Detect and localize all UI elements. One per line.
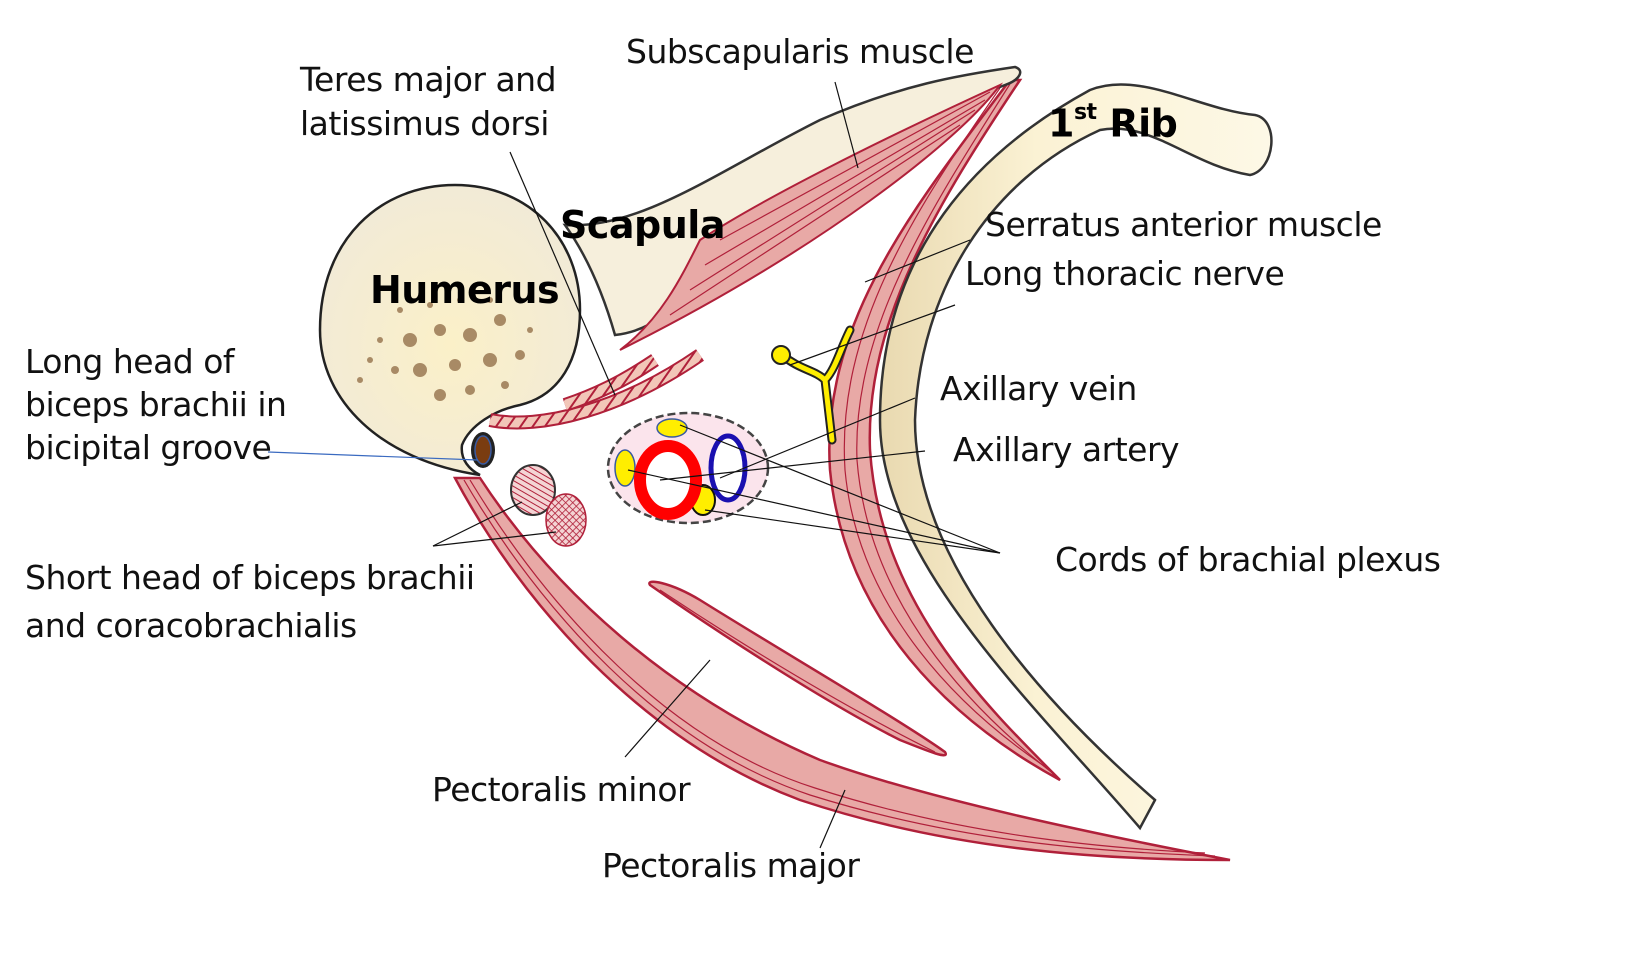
pectoralis-minor [648,580,947,757]
label-pec-major: Pectoralis major [602,846,860,885]
label-teres-line1: Teres major and [300,60,557,99]
label-short-head-line1: Short head of biceps brachii [25,558,475,597]
label-long-head-line1: Long head of [25,342,235,381]
label-short-head-line2: and coracobrachialis [25,606,357,645]
brachial-cord-posterior [656,418,688,438]
label-axillary-artery: Axillary artery [953,430,1180,469]
label-axillary-vein: Axillary vein [940,369,1137,408]
long-thoracic-nerve [771,325,855,445]
label-long-head-line3: bicipital groove [25,428,272,467]
rib-word: Rib [1109,101,1178,146]
label-long-thoracic: Long thoracic nerve [965,254,1285,293]
axillary-vein [708,433,748,503]
pectoralis-major [452,476,1231,862]
scapula [562,65,1022,351]
rib-number: 1 [1048,101,1074,146]
label-teres-line2: latissimus dorsi [300,104,549,143]
label-humerus: Humerus [370,268,560,312]
rib-suffix: st [1073,100,1097,125]
coracobrachialis [545,493,587,547]
label-serratus: Serratus anterior muscle [985,205,1382,244]
first-rib [878,83,1273,831]
label-scapula: Scapula [560,203,725,247]
leader-lines [267,81,1001,849]
humerus [318,183,582,477]
label-cords: Cords of brachial plexus [1055,540,1441,579]
axillary-artery [634,440,702,520]
label-pec-minor: Pectoralis minor [432,770,691,809]
teres-latissimus [488,349,704,430]
label-subscapularis: Subscapularis muscle [626,32,974,71]
label-long-head-line2: biceps brachii in [25,385,287,424]
label-first-rib: 1st Rib [1048,95,1178,146]
brachial-cord-lateral [614,449,636,487]
